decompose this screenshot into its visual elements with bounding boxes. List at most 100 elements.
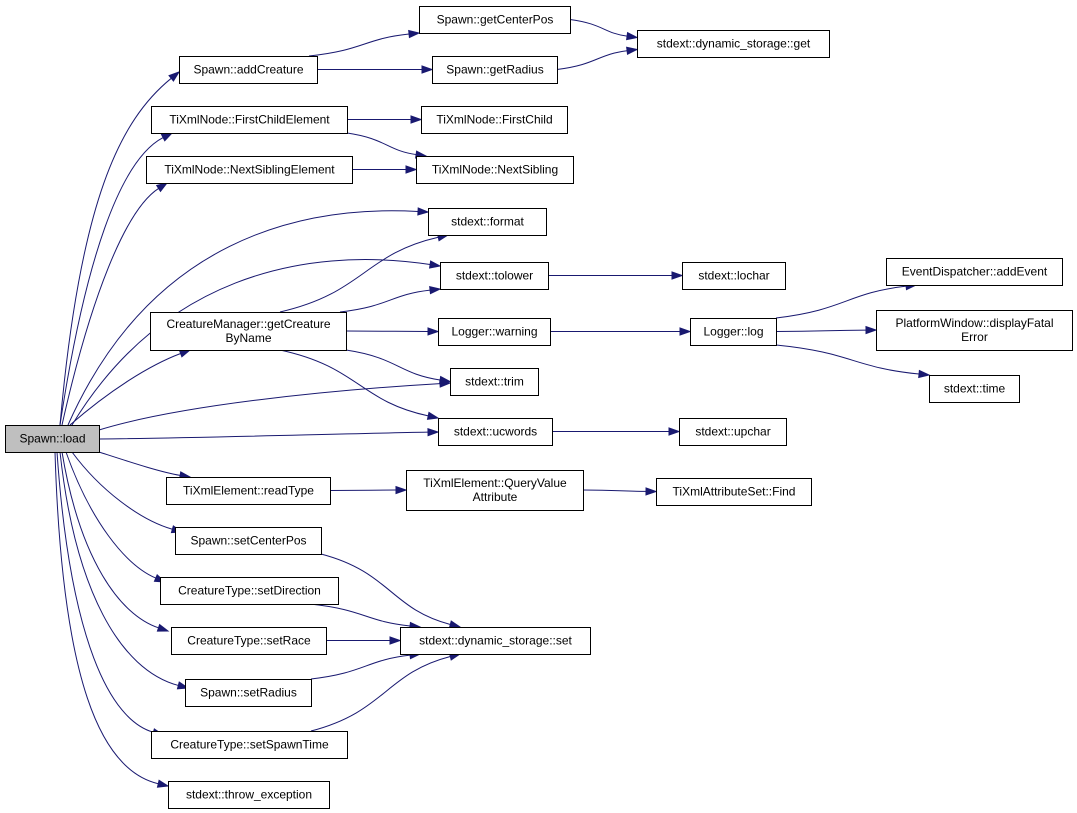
- edge-line: [98, 431, 429, 440]
- arrowhead: [428, 260, 442, 269]
- node-load[interactable]: Spawn::load: [5, 425, 100, 453]
- arrowhead: [626, 31, 639, 41]
- node-getRadius[interactable]: Spawn::getRadius: [432, 56, 558, 84]
- edge-queryValueAttribute-to-find: [582, 487, 658, 496]
- node-box: [876, 310, 1073, 351]
- node-log[interactable]: Logger::log: [690, 318, 777, 346]
- node-dsset[interactable]: stdext::dynamic_storage::set: [400, 627, 591, 655]
- node-nextSiblingElement[interactable]: TiXmlNode::NextSiblingElement: [146, 156, 353, 184]
- node-box: [428, 208, 547, 236]
- edge-line: [69, 353, 181, 426]
- node-ucwords[interactable]: stdext::ucwords: [438, 418, 553, 446]
- edge-load-to-getCreatureByName: [69, 349, 192, 426]
- node-label: stdext::throw_exception: [186, 788, 312, 802]
- edge-getCreatureByName-to-tolower: [339, 286, 442, 313]
- arrowhead: [429, 286, 442, 295]
- edge-line: [346, 132, 417, 156]
- node-box: [438, 418, 553, 446]
- node-label: CreatureManager::getCreature: [166, 317, 330, 331]
- edge-getCreatureByName-to-trim: [345, 349, 452, 385]
- edge-line: [339, 289, 431, 313]
- node-firstChild[interactable]: TiXmlNode::FirstChild: [421, 106, 568, 134]
- node-box: [400, 627, 591, 655]
- edge-line: [54, 451, 159, 785]
- node-box: [690, 318, 777, 346]
- edge-line: [582, 489, 647, 492]
- node-box: [419, 6, 571, 34]
- node-upchar[interactable]: stdext::upchar: [679, 418, 787, 446]
- node-label: stdext::time: [944, 382, 1006, 396]
- edge-line: [775, 285, 907, 319]
- arrowhead: [426, 411, 440, 420]
- node-setCenterPos[interactable]: Spawn::setCenterPos: [175, 527, 322, 555]
- edge-setDirection-to-dsset: [309, 603, 422, 631]
- node-label: stdext::ucwords: [454, 425, 537, 439]
- edge-addCreature-to-getRadius: [317, 65, 434, 74]
- node-throwException[interactable]: stdext::throw_exception: [168, 781, 330, 809]
- edge-firstChildElement-to-nextSibling: [346, 132, 428, 159]
- node-box: [146, 156, 353, 184]
- node-dsget[interactable]: stdext::dynamic_storage::get: [637, 30, 830, 58]
- call-graph-nodes: Spawn::load Spawn::addCreature Spawn::getC…: [5, 6, 1073, 809]
- arrowhead: [405, 165, 418, 174]
- node-label: Spawn::setRadius: [200, 686, 297, 700]
- node-label: TiXmlElement::QueryValue: [423, 476, 567, 490]
- node-setRace[interactable]: CreatureType::setRace: [171, 627, 327, 655]
- node-time[interactable]: stdext::time: [929, 375, 1020, 403]
- node-label: TiXmlElement::readType: [183, 484, 314, 498]
- node-label: CreatureType::setDirection: [178, 584, 321, 598]
- edge-line: [71, 451, 173, 530]
- arrowhead: [448, 620, 462, 629]
- node-getCenterPos[interactable]: Spawn::getCenterPos: [419, 6, 571, 34]
- node-trim[interactable]: stdext::trim: [450, 368, 539, 396]
- edge-line: [775, 329, 867, 332]
- node-label: CreatureType::setSpawnTime: [170, 738, 329, 752]
- edge-load-to-format: [67, 207, 430, 426]
- arrowhead: [156, 779, 170, 788]
- node-firstChildElement[interactable]: TiXmlNode::FirstChildElement: [151, 106, 348, 134]
- node-box: [656, 478, 812, 506]
- node-box: [432, 56, 558, 84]
- edge-nextSiblingElement-to-nextSibling: [352, 165, 418, 174]
- node-label: EventDispatcher::addEvent: [902, 265, 1048, 279]
- edge-line: [98, 451, 181, 476]
- node-box: [150, 312, 347, 351]
- edge-line: [59, 77, 172, 426]
- node-box: [151, 731, 348, 759]
- node-warning[interactable]: Logger::warning: [438, 318, 551, 346]
- node-box: [886, 258, 1063, 286]
- node-format[interactable]: stdext::format: [428, 208, 547, 236]
- node-box: [179, 56, 318, 84]
- node-lochar[interactable]: stdext::lochar: [682, 262, 786, 290]
- arrowhead: [395, 485, 408, 495]
- node-addEvent[interactable]: EventDispatcher::addEvent: [886, 258, 1063, 286]
- node-setDirection[interactable]: CreatureType::setDirection: [160, 577, 339, 605]
- node-tolower[interactable]: stdext::tolower: [440, 262, 549, 290]
- arrowhead: [671, 271, 684, 280]
- edge-readType-to-queryValueAttribute: [329, 485, 408, 495]
- node-box: [421, 106, 568, 134]
- node-readType[interactable]: TiXmlElement::readType: [166, 477, 331, 505]
- edge-setRadius-to-dsset: [310, 651, 422, 680]
- edge-warning-to-log: [550, 327, 692, 336]
- edge-setRace-to-dsset: [326, 636, 402, 645]
- arrowhead: [156, 623, 170, 632]
- node-setSpawnTime[interactable]: CreatureType::setSpawnTime: [151, 731, 348, 759]
- edge-load-to-setRadius: [59, 451, 190, 690]
- edge-load-to-trim: [98, 379, 452, 431]
- edge-line: [556, 50, 628, 70]
- node-addCreature[interactable]: Spawn::addCreature: [179, 56, 318, 84]
- node-box: [637, 30, 830, 58]
- node-find[interactable]: TiXmlAttributeSet::Find: [656, 478, 812, 506]
- edge-load-to-throwException: [54, 451, 170, 788]
- arrowhead: [417, 207, 430, 216]
- edge-line: [65, 451, 156, 579]
- node-label: stdext::dynamic_storage::get: [657, 37, 811, 51]
- node-box: [679, 418, 787, 446]
- node-setRadius[interactable]: Spawn::setRadius: [185, 679, 312, 707]
- node-nextSibling[interactable]: TiXmlNode::NextSibling: [416, 156, 574, 184]
- edge-line: [59, 137, 164, 426]
